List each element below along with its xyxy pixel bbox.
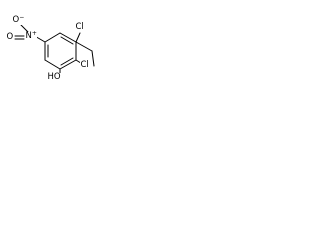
ring-double-bond-c2-c3 (60, 57, 74, 66)
bond-ethyl-ch2 (75, 41, 93, 52)
bond-ethyl-ch3 (91, 50, 95, 67)
nitro-n-letter: N (25, 31, 32, 41)
atom-label-nitro-n: N+ (25, 30, 38, 41)
atom-label-hydroxyl: HO (47, 72, 62, 82)
atom-label-cl-top: Cl (75, 22, 85, 32)
atom-label-nitro-o-minus: O− (12, 14, 25, 25)
ring-bond-c2-c3 (59, 59, 77, 70)
negative-charge: − (19, 14, 25, 21)
bond-n-o-single (20, 24, 29, 33)
ring-double-bond-c4-c5 (60, 36, 74, 45)
nitro-o-letter: O (12, 15, 20, 25)
molecule-canvas: Cl Cl O− N+ O HO (0, 0, 110, 83)
atom-label-nitro-o-double: O (6, 32, 14, 42)
positive-charge: + (31, 30, 37, 37)
ring-bond-c4-c5 (59, 32, 77, 43)
ring-bond-c5-c6 (44, 32, 61, 43)
ring-bond-c1-c2 (44, 59, 61, 70)
bond-to-cl-top (75, 32, 81, 43)
atom-label-cl-right: Cl (80, 60, 90, 70)
structure-drawing (14, 24, 95, 75)
